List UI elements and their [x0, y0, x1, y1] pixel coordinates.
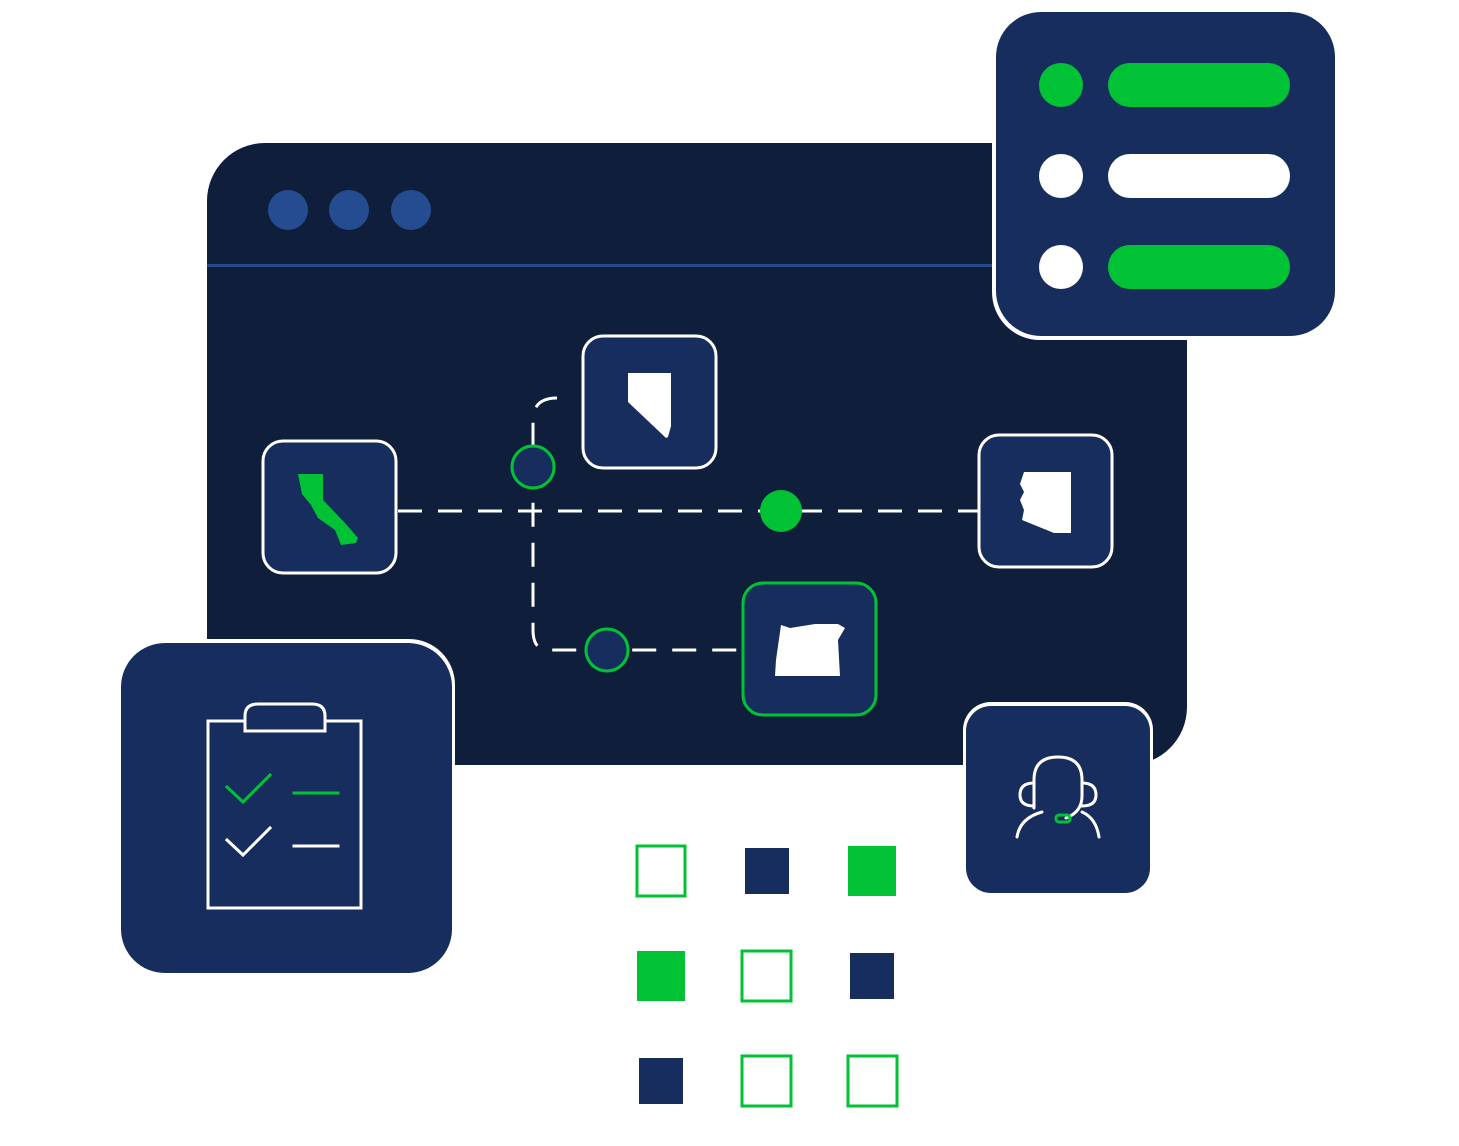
checklist-card: [119, 639, 455, 975]
state-node-arizona: [977, 433, 1114, 569]
list-bar: [1108, 63, 1290, 107]
window-dot-icon: [268, 190, 308, 230]
list-row: [1039, 245, 1290, 289]
clipboard-checklist-icon: [206, 702, 363, 910]
list-row: [1039, 63, 1290, 107]
connector-nodes: [510, 444, 802, 673]
tile-grid: [635, 844, 899, 1108]
california-state-icon: [298, 474, 358, 545]
support-card: [963, 702, 1153, 895]
grid-tile: [740, 1054, 793, 1108]
window-dot-icon: [391, 190, 431, 230]
grid-tile: [635, 844, 687, 898]
list-bullet: [1039, 154, 1083, 198]
check-icon: [224, 825, 273, 858]
grid-tile: [850, 953, 894, 999]
nevada-state-icon: [628, 373, 671, 438]
connector-node: [510, 444, 556, 490]
connector-branch: [531, 396, 742, 652]
connector-node-active: [760, 490, 802, 532]
connection-lines: [398, 396, 978, 652]
check-icon: [224, 772, 273, 805]
list-row: [1039, 154, 1290, 198]
grid-tile: [848, 846, 896, 896]
list-bar: [1108, 154, 1290, 198]
grid-tile: [639, 1058, 683, 1104]
grid-tile: [846, 1054, 899, 1108]
window-header-divider: [207, 264, 1007, 267]
list-bullet: [1039, 245, 1083, 289]
connector-node: [584, 627, 630, 673]
state-node-oregon: [741, 581, 878, 717]
grid-tile: [637, 951, 685, 1001]
list-bullet: [1039, 63, 1083, 107]
arizona-state-icon: [1020, 472, 1071, 533]
oregon-state-icon: [775, 624, 845, 676]
state-node-california: [261, 439, 398, 575]
support-agent-headset-icon: [1015, 755, 1101, 839]
state-node-nevada: [581, 334, 718, 470]
window-dot-icon: [329, 190, 369, 230]
grid-tile: [745, 848, 789, 894]
list-panel: [992, 9, 1337, 340]
grid-tile: [740, 949, 793, 1003]
list-bar: [1108, 245, 1290, 289]
